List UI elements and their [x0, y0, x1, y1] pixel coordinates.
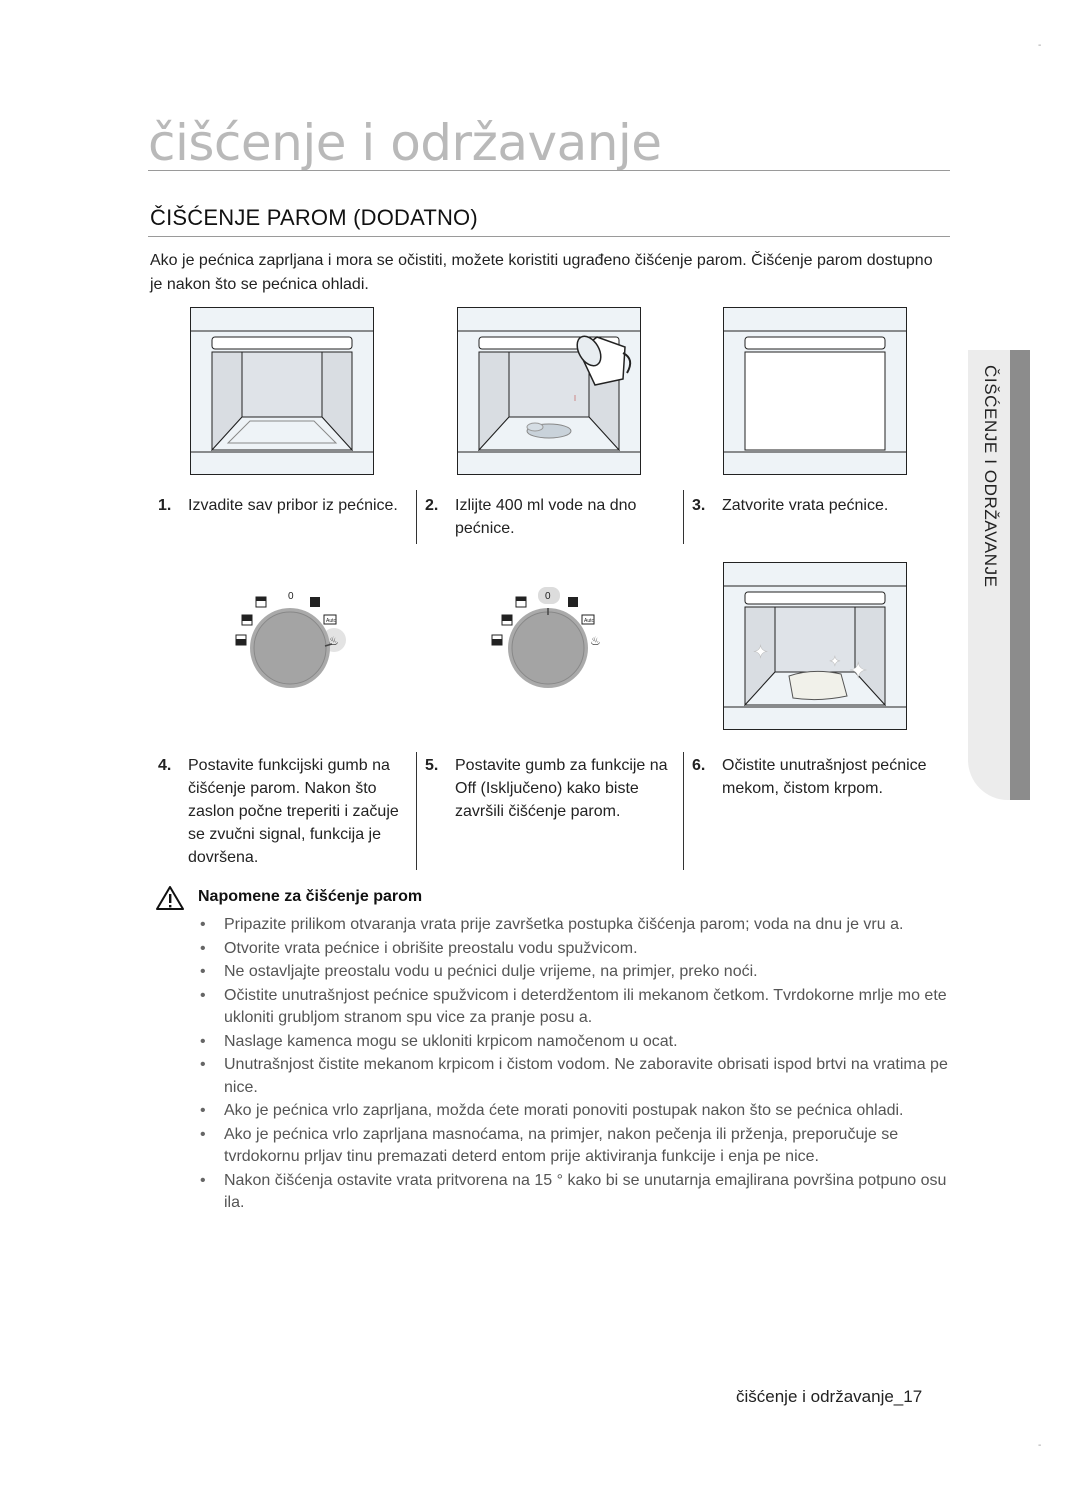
note-item: Pripazite prilikom otvaranja vrata prije… [198, 914, 968, 937]
note-item: Unutrašnjost čistite mekanom krpicom i č… [198, 1054, 968, 1099]
note-item: Otvorite vrata pećnice i obrišite preost… [198, 938, 968, 961]
step-3: 3. Zatvorite vrata pećnice. [692, 494, 942, 564]
sparkle-icon: ✦ [849, 658, 867, 683]
step-text: Postavite funkcijski gumb na čišćenje pa… [188, 757, 399, 866]
section-title: ČIŠĆENJE PAROM (DODATNO) [150, 207, 478, 229]
note-item: Ako je pećnica vrlo zaprljana, možda ćet… [198, 1100, 968, 1123]
step-number: 4. [158, 757, 172, 774]
function-knob-steam-illustration: 0 Auto ♨ [235, 591, 346, 688]
warning-icon [156, 886, 184, 910]
step-number: 1. [158, 497, 172, 514]
knob-zero-label: 0 [288, 591, 294, 602]
step-5: 5. Postavite gumb za funkcije na Off (Is… [425, 754, 680, 874]
page-footer: čišćenje i održavanje_17 [736, 1387, 923, 1406]
step-text: Očistite unutrašnjost pećnice mekom, čis… [722, 757, 927, 797]
note-item: Nakon čišćenja ostavite vrata pritvorena… [198, 1170, 968, 1215]
page-title: čišćenje i održavanje [148, 114, 662, 172]
auto-label: Auto [326, 618, 337, 624]
crop-mark: - [1038, 40, 1042, 51]
step-text: Postavite gumb za funkcije na Off (Isklj… [455, 757, 668, 820]
step-number: 5. [425, 757, 439, 774]
oven-empty-illustration [190, 307, 374, 475]
note-item: Ne ostavljajte preostalu vodu u pećnici … [198, 961, 968, 984]
column-divider [683, 752, 684, 870]
jug-icon [576, 335, 632, 386]
oven-wipe-illustration: ✦ ✦ ✦ [723, 562, 907, 730]
auto-label: Auto [584, 618, 595, 624]
column-divider [683, 490, 684, 544]
step-number: 3. [692, 497, 706, 514]
notes-heading: Napomene za čišćenje parom [198, 888, 423, 905]
step-1: 1. Izvadite sav pribor iz pećnice. [158, 494, 408, 564]
section-title-main: ČIŠĆENJE PAROM [150, 205, 347, 230]
step-number: 6. [692, 757, 706, 774]
steam-icon: ♨ [590, 634, 601, 648]
notes-list: Pripazite prilikom otvaranja vrata prije… [198, 914, 968, 1216]
oven-closed-illustration [723, 307, 907, 475]
title-rule [148, 170, 950, 171]
steam-icon: ♨ [328, 634, 339, 648]
step-number: 2. [425, 497, 439, 514]
crop-mark: - [1038, 1440, 1042, 1451]
knob-zero-label: 0 [545, 591, 551, 602]
note-item: Očistite unutrašnjost pećnice spužvicom … [198, 985, 968, 1030]
sparkle-icon: ✦ [829, 653, 841, 669]
step-6: 6. Očistite unutrašnjost pećnice mekom, … [692, 754, 942, 874]
note-item: Naslage kamenca mogu se ukloniti krpicom… [198, 1031, 968, 1054]
step-2: 2. Izlijte 400 ml vode na dno pećnice. [425, 494, 680, 564]
step-text: Izlijte 400 ml vode na dno pećnice. [455, 497, 637, 537]
step-text: Zatvorite vrata pećnice. [722, 497, 889, 514]
column-divider [416, 752, 417, 870]
note-item: Ako je pećnica vrlo zaprljana masnoćama,… [198, 1124, 968, 1169]
function-knob-off-illustration: 0 Auto ♨ [491, 587, 601, 688]
oven-pour-water-illustration [457, 307, 641, 475]
section-rule [148, 236, 950, 237]
chapter-tab-bar [1010, 350, 1030, 800]
sparkle-icon: ✦ [753, 642, 768, 662]
section-title-sub: (DODATNO) [353, 205, 478, 230]
step-4: 4. Postavite funkcijski gumb na čišćenje… [158, 754, 413, 874]
chapter-tab-label: ČIŠĆENJE I ODRŽAVANJE [981, 365, 1000, 588]
cloth-icon [788, 670, 848, 701]
step-text: Izvadite sav pribor iz pećnice. [188, 497, 398, 514]
column-divider [416, 490, 417, 544]
intro-paragraph: Ako je pećnica zaprljana i mora se očist… [150, 252, 933, 293]
